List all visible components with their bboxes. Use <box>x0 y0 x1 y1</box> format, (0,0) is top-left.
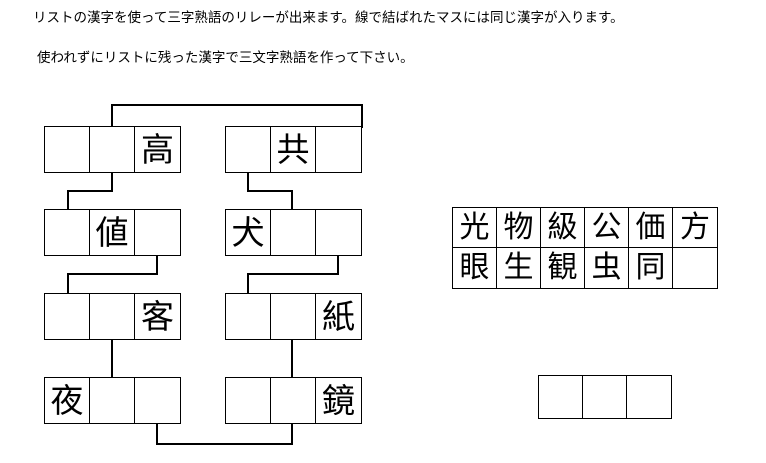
answer-cell-3[interactable] <box>627 376 671 418</box>
connector-right-r3c2-drop <box>291 337 294 379</box>
right-r4-c1[interactable] <box>226 378 271 423</box>
right-r3-c2[interactable] <box>271 294 316 339</box>
kanji-list-row-1: 光 物 級 公 価 方 <box>453 208 717 248</box>
left-r4-c3[interactable] <box>135 378 180 423</box>
kanji-list-cell[interactable]: 生 <box>497 248 541 288</box>
kanji-list-cell-empty[interactable] <box>673 248 717 288</box>
connector-left-r2c3-drop <box>156 253 159 275</box>
left-grid-row-4: 夜 <box>44 377 181 424</box>
left-grid-row-3: 客 <box>44 293 181 340</box>
right-r3-c3[interactable]: 紙 <box>316 294 361 339</box>
answer-cell-1[interactable] <box>539 376 583 418</box>
right-grid-row-3: 紙 <box>225 293 362 340</box>
left-r3-c3[interactable]: 客 <box>135 294 180 339</box>
answer-box <box>538 375 672 419</box>
right-r1-c3[interactable] <box>316 127 361 172</box>
left-grid-row-2: 値 <box>44 209 181 256</box>
right-grid-row-2: 犬 <box>225 209 362 256</box>
connector-right-r1r2-span <box>247 190 293 193</box>
right-grid-row-4: 鏡 <box>225 377 362 424</box>
connector-left-r3c2-drop <box>111 337 114 379</box>
left-grid-row-1: 高 <box>44 126 181 173</box>
connector-right-r2c3-drop <box>337 253 340 275</box>
left-r1-c1[interactable] <box>45 127 90 172</box>
left-r2-c2[interactable]: 値 <box>90 210 135 255</box>
right-r2-c1[interactable]: 犬 <box>226 210 271 255</box>
kanji-list-cell[interactable]: 級 <box>541 208 585 248</box>
right-grid-row-1: 共 <box>225 126 362 173</box>
connector-left-r1c2-drop <box>111 170 114 192</box>
right-r2-c2[interactable] <box>271 210 316 255</box>
instruction-line-2: 使われずにリストに残った漢字で三文字熟語を作って下さい。 <box>37 50 414 66</box>
connector-bottom-right-drop <box>291 421 294 445</box>
right-r3-c1[interactable] <box>226 294 271 339</box>
kanji-list-cell[interactable]: 光 <box>453 208 497 248</box>
connector-right-r2r3-span <box>247 273 339 276</box>
connector-right-r2c2-rise <box>291 190 294 211</box>
kanji-list: 光 物 級 公 価 方 眼 生 観 虫 同 <box>452 207 718 289</box>
right-r4-c2[interactable] <box>271 378 316 423</box>
connector-top-left-riser <box>111 104 114 128</box>
connector-top-right-riser <box>361 104 364 128</box>
connector-left-r2c1-rise <box>67 190 70 211</box>
kanji-list-cell[interactable]: 価 <box>629 208 673 248</box>
left-r2-c3[interactable] <box>135 210 180 255</box>
connector-right-r3c1-rise <box>247 273 250 295</box>
kanji-list-cell[interactable]: 公 <box>585 208 629 248</box>
kanji-list-cell[interactable]: 方 <box>673 208 717 248</box>
left-r2-c1[interactable] <box>45 210 90 255</box>
right-r1-c2[interactable]: 共 <box>271 127 316 172</box>
connector-top-crossbar <box>111 104 363 107</box>
answer-cell-2[interactable] <box>583 376 627 418</box>
connector-bottom-crossbar <box>156 443 293 446</box>
left-r1-c2[interactable] <box>90 127 135 172</box>
right-r2-c3[interactable] <box>316 210 361 255</box>
connector-left-r1r2-span <box>67 190 113 193</box>
kanji-list-cell[interactable]: 眼 <box>453 248 497 288</box>
connector-right-r1c1-drop <box>247 170 250 192</box>
kanji-list-cell[interactable]: 虫 <box>585 248 629 288</box>
instruction-line-1: リストの漢字を使って三字熟語のリレーが出来ます。線で結ばれたマスには同じ漢字が入… <box>33 10 624 26</box>
left-r3-c1[interactable] <box>45 294 90 339</box>
left-r3-c2[interactable] <box>90 294 135 339</box>
connector-bottom-left-drop <box>156 421 159 445</box>
connector-left-r3c1-rise <box>67 273 70 295</box>
kanji-list-cell[interactable]: 物 <box>497 208 541 248</box>
left-r4-c1[interactable]: 夜 <box>45 378 90 423</box>
right-r1-c1[interactable] <box>226 127 271 172</box>
connector-left-r2r3-span <box>67 273 158 276</box>
left-r1-c3[interactable]: 高 <box>135 127 180 172</box>
kanji-list-cell[interactable]: 観 <box>541 248 585 288</box>
left-r4-c2[interactable] <box>90 378 135 423</box>
kanji-list-cell[interactable]: 同 <box>629 248 673 288</box>
kanji-list-row-2: 眼 生 観 虫 同 <box>453 248 717 288</box>
right-r4-c3[interactable]: 鏡 <box>316 378 361 423</box>
instructions-block: リストの漢字を使って三字熟語のリレーが出来ます。線で結ばれたマスには同じ漢字が入… <box>33 8 753 68</box>
